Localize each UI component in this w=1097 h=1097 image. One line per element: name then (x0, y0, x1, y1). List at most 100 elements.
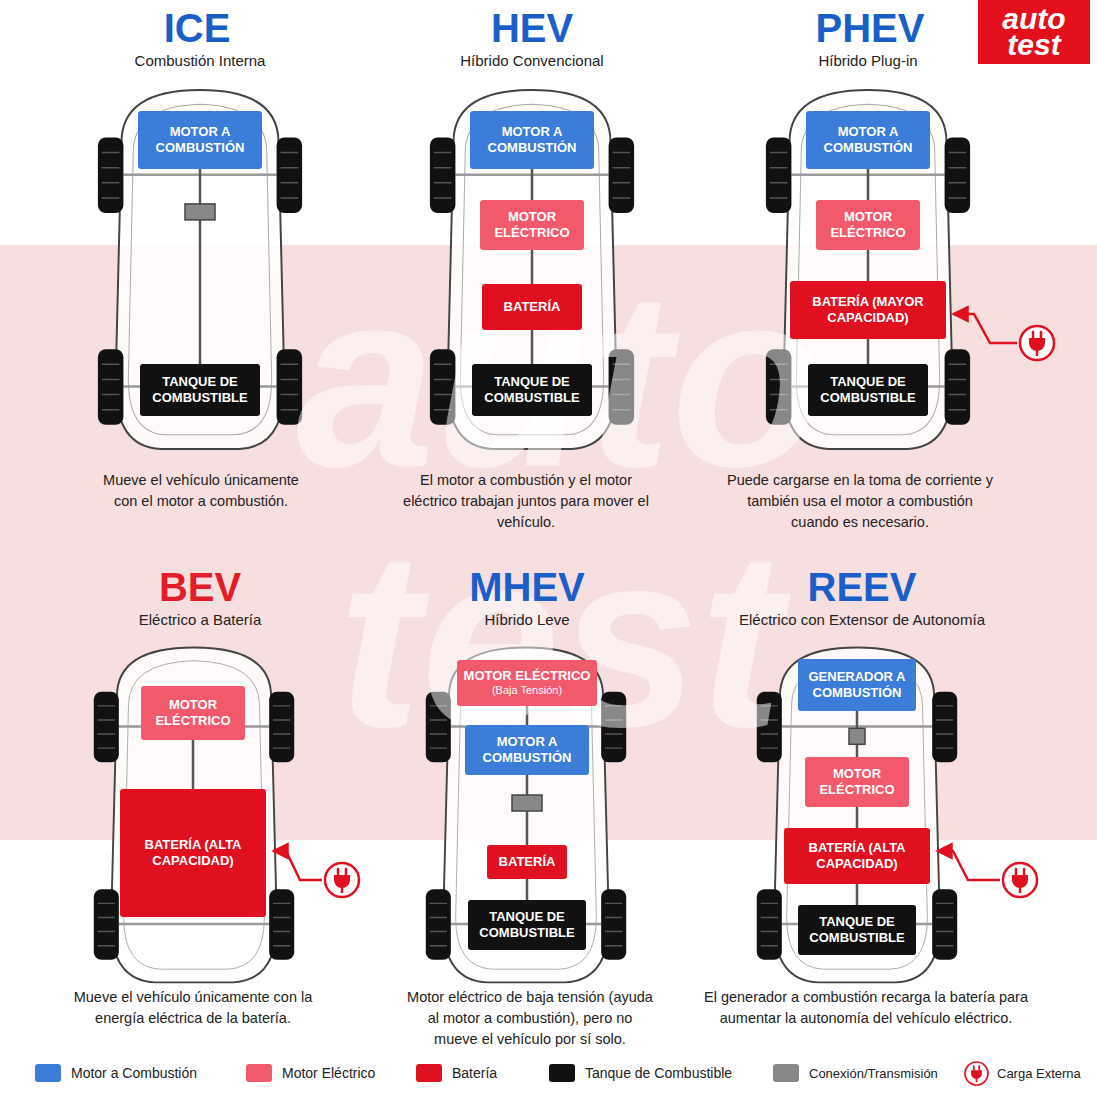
connector-line (531, 330, 534, 364)
legend-plug-icon (965, 1062, 988, 1085)
legend-entry: Batería (416, 1062, 497, 1084)
component-box: TANQUE DE COMBUSTIBLE (468, 900, 586, 950)
component-box: MOTOR A COMBUSTIÓN (138, 111, 262, 169)
type-description: Mueve el vehículo únicamente con el moto… (93, 470, 309, 512)
legend-swatch (35, 1064, 61, 1082)
connector-line (526, 706, 529, 725)
transmission-joint (512, 795, 542, 811)
type-name: Eléctrico a Batería (70, 611, 330, 629)
type-name: Combustión Interna (70, 52, 330, 70)
component-box: TANQUE DE COMBUSTIBLE (140, 364, 260, 416)
transmission-joint (849, 728, 865, 744)
legend-swatch (773, 1064, 799, 1082)
charge-arrow (937, 851, 1000, 880)
box-label: MOTOR ELÉCTRICO (147, 697, 239, 730)
connector-line (867, 169, 870, 200)
car-outline (94, 648, 294, 983)
component-box: MOTOR ELÉCTRICO(Baja Tensión) (457, 660, 597, 706)
box-label: BATERÍA (504, 299, 561, 315)
box-label: MOTOR A COMBUSTIÓN (812, 124, 924, 157)
connector-line (199, 169, 202, 364)
plug-icon (1003, 863, 1037, 897)
box-label: BATERÍA (ALTA CAPACIDAD) (126, 837, 260, 870)
car-outline (430, 90, 634, 449)
component-box: MOTOR A COMBUSTIÓN (465, 725, 589, 775)
connector-line (531, 250, 534, 284)
plug-icon (1020, 326, 1054, 360)
box-label: MOTOR ELÉCTRICO (464, 668, 591, 684)
component-box: BATERÍA (MAYOR CAPACIDAD) (790, 281, 946, 339)
component-box: MOTOR ELÉCTRICO (805, 757, 909, 807)
box-label: BATERÍA (499, 854, 556, 870)
type-acronym: PHEV (770, 8, 970, 48)
box-label: MOTOR ELÉCTRICO (486, 209, 578, 242)
type-acronym: REEV (762, 567, 962, 607)
box-label: GENERADOR A COMBUSTIÓN (804, 669, 910, 702)
legend-swatch (416, 1064, 442, 1082)
box-sublabel: (Baja Tensión) (492, 684, 562, 698)
car-outline (426, 648, 626, 983)
charge-arrow (953, 314, 1017, 343)
type-name: Híbrido Leve (397, 611, 657, 629)
connector-line (856, 807, 859, 828)
legend-entry: Motor Eléctrico (246, 1062, 375, 1084)
component-box: GENERADOR A COMBUSTIÓN (798, 659, 916, 711)
type-description: El generador a combustión recarga la bat… (698, 987, 1034, 1029)
connector-line (192, 740, 195, 789)
component-box: MOTOR ELÉCTRICO (141, 686, 245, 740)
transmission-joint (185, 204, 215, 220)
connector-line (526, 879, 529, 900)
box-label: MOTOR ELÉCTRICO (822, 209, 914, 242)
connector-line (867, 339, 870, 364)
car-outline (757, 648, 957, 983)
component-box: TANQUE DE COMBUSTIBLE (798, 905, 916, 955)
box-label: BATERÍA (ALTA CAPACIDAD) (790, 840, 924, 873)
legend-label: Tanque de Combustible (585, 1065, 732, 1081)
legend-entry: Carga Externa (963, 1062, 1081, 1084)
legend-label: Batería (452, 1065, 497, 1081)
box-label: TANQUE DE COMBUSTIBLE (478, 374, 586, 407)
box-label: BATERÍA (MAYOR CAPACIDAD) (796, 294, 940, 327)
connector-line (531, 169, 534, 200)
connector-line (867, 250, 870, 281)
type-description: Motor eléctrico de baja tensión (ayuda a… (405, 987, 655, 1050)
type-acronym: ICE (97, 8, 297, 48)
legend-entry: Tanque de Combustible (549, 1062, 732, 1084)
type-name: Híbrido Convencional (402, 52, 662, 70)
legend-label: Carga Externa (997, 1066, 1081, 1081)
component-box: BATERÍA (ALTA CAPACIDAD) (120, 789, 266, 917)
type-acronym: HEV (432, 8, 632, 48)
charge-arrow (273, 851, 322, 880)
component-box: MOTOR A COMBUSTIÓN (470, 111, 594, 169)
box-label: MOTOR ELÉCTRICO (811, 766, 903, 799)
box-label: MOTOR A COMBUSTIÓN (144, 124, 256, 157)
legend-label: Conexión/Transmisión (809, 1066, 938, 1081)
connector-line (856, 884, 859, 905)
plug-icon (325, 863, 359, 897)
legend-label: Motor a Combustión (71, 1065, 197, 1081)
legend-entry: Conexión/Transmisión (773, 1062, 938, 1084)
type-acronym: MHEV (427, 567, 627, 607)
box-label: MOTOR A COMBUSTIÓN (476, 124, 588, 157)
box-label: MOTOR A COMBUSTIÓN (471, 734, 583, 767)
legend-entry: Motor a Combustión (35, 1062, 197, 1084)
type-name: Eléctrico con Extensor de Autonomía (702, 611, 1022, 629)
component-box: MOTOR ELÉCTRICO (816, 200, 920, 250)
type-description: El motor a combustión y el motor eléctri… (403, 470, 649, 533)
component-box: MOTOR A COMBUSTIÓN (806, 111, 930, 169)
car-outline (98, 90, 302, 449)
type-name: Híbrido Plug-in (738, 52, 998, 70)
type-acronym: BEV (100, 567, 300, 607)
legend-swatch (246, 1064, 272, 1082)
legend-label: Motor Eléctrico (282, 1065, 375, 1081)
box-label: TANQUE DE COMBUSTIBLE (814, 374, 922, 407)
component-box: BATERÍA (487, 845, 567, 879)
component-box: BATERÍA (482, 284, 582, 330)
component-box: MOTOR ELÉCTRICO (480, 200, 584, 250)
car-outline (766, 90, 970, 449)
component-box: BATERÍA (ALTA CAPACIDAD) (784, 828, 930, 884)
logo-text: test (982, 30, 1086, 60)
type-description: Mueve el vehículo únicamente con la ener… (62, 987, 324, 1029)
box-label: TANQUE DE COMBUSTIBLE (146, 374, 254, 407)
